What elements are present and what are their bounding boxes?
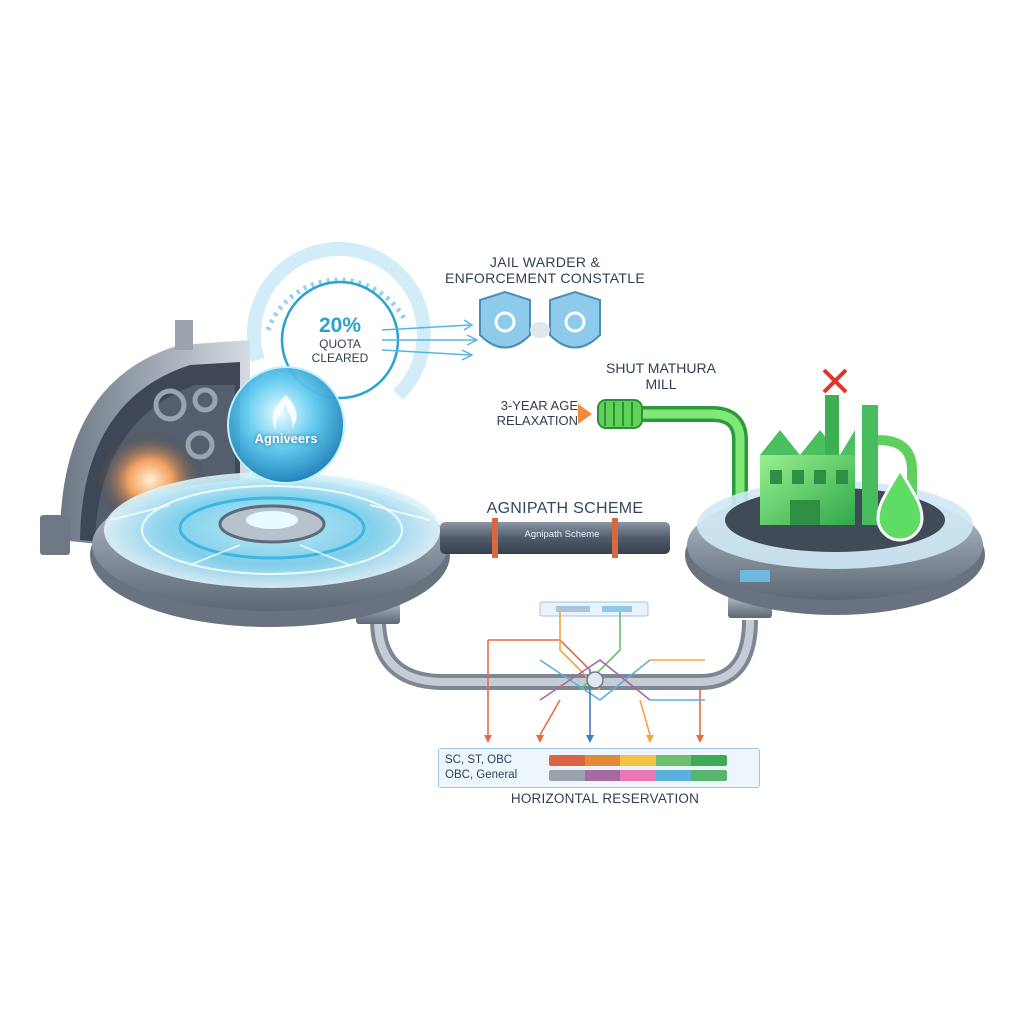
shield-gear-icon — [479, 290, 601, 349]
reservation-bar-segment — [691, 770, 727, 781]
quota-line-2: CLEARED — [311, 350, 369, 365]
flame-icon — [272, 395, 297, 430]
jail-warder-label: JAIL WARDER & ENFORCEMENT CONSTATLE — [430, 254, 660, 286]
reservation-bar-segment — [584, 770, 621, 781]
gear-icon — [153, 387, 218, 460]
agnipath-pipe-label: Agnipath Scheme — [524, 529, 600, 540]
reservation-bar-segment — [691, 755, 727, 766]
reservation-line-2: OBC, General — [445, 769, 518, 781]
age-line-1: 3-YEAR AGE — [500, 398, 578, 413]
agnipath-scheme-title: AGNIPATH SCHEME — [486, 500, 644, 517]
green-pipe — [597, 399, 748, 520]
agniveers-orb — [227, 366, 345, 484]
age-arrow — [578, 404, 592, 424]
age-line-2: RELAXATION — [496, 412, 578, 428]
reservation-legend: SC, ST, OBC OBC, General — [438, 748, 760, 788]
reservation-bar-row-2 — [549, 770, 727, 781]
jail-line-2: ENFORCEMENT CONSTATLE — [445, 270, 645, 287]
mill-line-1: SHUT MATHURA — [606, 360, 716, 376]
horizontal-reservation-title: HORIZONTAL RESERVATION — [510, 791, 700, 806]
reservation-bar-segment — [655, 770, 692, 781]
reservation-bar-segment — [620, 755, 656, 766]
scheme-pipe — [440, 518, 670, 558]
mill-line-2: MILL — [645, 376, 677, 393]
reservation-categories: SC, ST, OBC OBC, General — [445, 753, 517, 783]
reservation-bar-segment — [655, 755, 692, 766]
reservation-bar-segment — [620, 770, 656, 781]
agniveers-label: Agniveers — [254, 431, 318, 446]
age-relaxation-label: 3-YEAR AGE RELAXATION — [478, 398, 578, 429]
quota-gauge — [246, 241, 479, 401]
reservation-bar-segment — [584, 755, 621, 766]
reservation-line-1: SC, ST, OBC — [445, 754, 513, 766]
factory-icon — [760, 395, 917, 525]
cross-icon — [822, 368, 848, 394]
quota-line-1: QUOTA — [319, 337, 361, 351]
water-drop-icon — [876, 467, 924, 542]
reservation-bar-segment — [549, 755, 585, 766]
jail-line-1: JAIL WARDER & — [489, 254, 601, 270]
quota-label: QUOTA CLEARED — [290, 337, 390, 366]
mathura-mill-label: SHUT MATHURA MILL — [596, 360, 726, 392]
reservation-bar-segment — [549, 770, 585, 781]
reservation-bar-row-1 — [549, 755, 727, 766]
quota-percent: 20% — [318, 314, 362, 337]
routing-network — [484, 601, 705, 743]
left-hub — [40, 320, 450, 627]
